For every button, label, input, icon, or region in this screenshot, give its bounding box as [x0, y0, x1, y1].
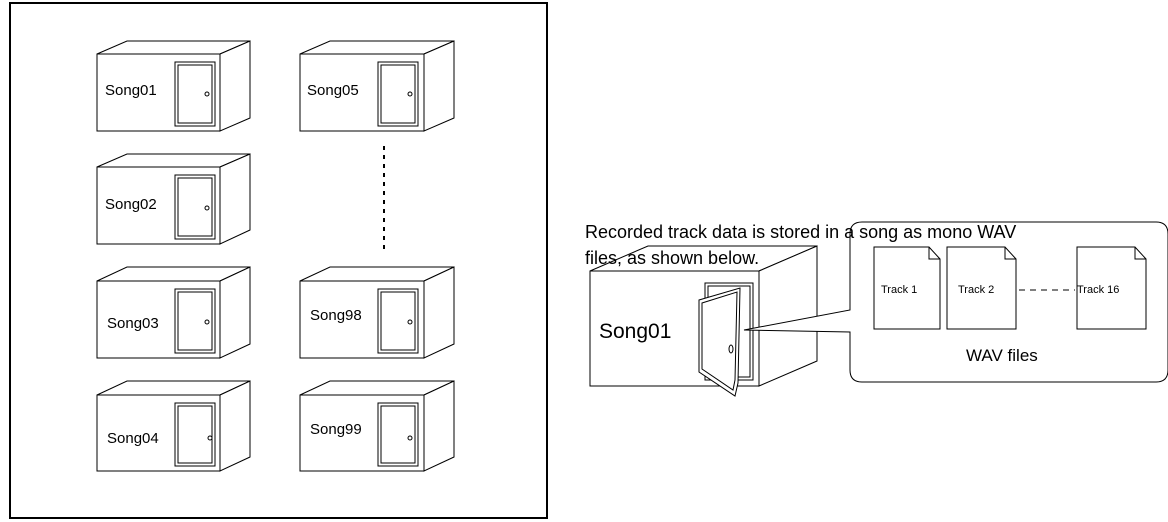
song-label: Song99 — [310, 421, 362, 438]
door-icon — [174, 402, 216, 467]
song01-detail: Song01 Track 1 Track 2 Track 16 WAV file… — [589, 221, 1168, 397]
song-label: Song01 — [105, 82, 157, 99]
description-text: Recorded track data is stored in a song … — [585, 219, 1165, 271]
song-label: Song98 — [310, 307, 362, 324]
song-box-song02: Song02 — [96, 153, 251, 245]
song-box-song01: Song01 — [96, 40, 251, 132]
description-line-1: Recorded track data is stored in a song … — [585, 222, 1017, 242]
song-label: Song02 — [105, 196, 157, 213]
song-box-song05: Song05 — [299, 40, 455, 132]
open-door-icon — [698, 287, 741, 397]
track-label: Track 16 — [1077, 284, 1119, 296]
wav-file-icon: Track 2 — [946, 246, 1017, 330]
track-label: Track 2 — [958, 284, 994, 296]
song-box-song04: Song04 — [96, 380, 251, 472]
description-line-2: files, as shown below. — [585, 248, 760, 268]
songs-frame — [9, 2, 548, 519]
detail-song-label: Song01 — [599, 320, 671, 343]
song-label: Song03 — [107, 315, 159, 332]
song-box-song03: Song03 — [96, 266, 251, 359]
wav-file-icon: Track 1 — [873, 246, 941, 330]
song-label: Song05 — [307, 82, 359, 99]
door-icon — [377, 402, 419, 467]
wav-file-icon: Track 16 — [1076, 246, 1147, 330]
song-label: Song04 — [107, 430, 159, 447]
track-label: Track 1 — [881, 284, 917, 296]
song-box-song98: Song98 — [299, 266, 455, 359]
song-box-song99: Song99 — [299, 380, 455, 472]
wav-files-label: WAV files — [966, 346, 1038, 365]
